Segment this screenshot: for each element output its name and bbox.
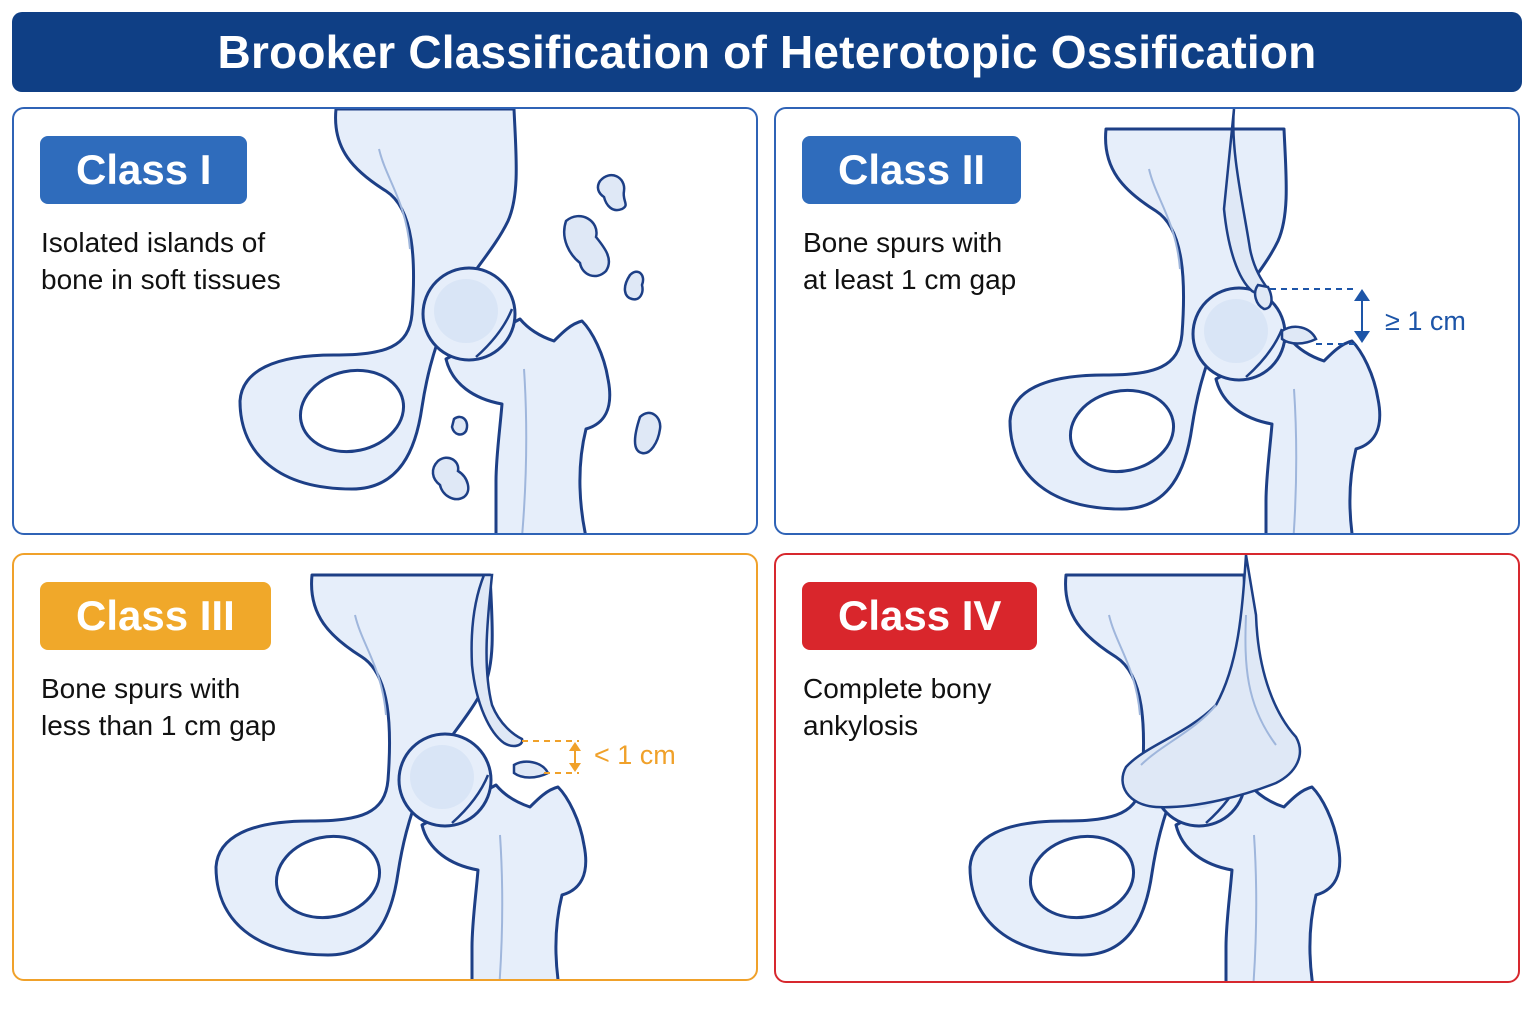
lower-bone-spur bbox=[1280, 325, 1318, 345]
description-line: Complete bony bbox=[803, 673, 992, 704]
hip-illustration-class-4 bbox=[968, 555, 1342, 981]
description-line: ankylosis bbox=[803, 710, 919, 741]
panel-class-4: Class IV Complete bony ankylosis bbox=[774, 553, 1520, 983]
class-description: Isolated islands of bone in soft tissues bbox=[41, 224, 301, 298]
description-line: less than 1 cm gap bbox=[41, 710, 277, 741]
class-description: Bone spurs with less than 1 cm gap bbox=[41, 670, 301, 744]
upper-bone-spur bbox=[470, 573, 524, 748]
description-line: Bone spurs with bbox=[41, 673, 241, 704]
class-badge: Class II bbox=[802, 136, 1022, 204]
hip-illustration-class-1 bbox=[238, 109, 662, 533]
class-badge: Class I bbox=[40, 136, 248, 204]
lower-bone-spur bbox=[512, 760, 550, 779]
class-badge: Class IV bbox=[802, 582, 1038, 650]
panel-class-3: Class III Bone spurs with less than 1 cm… bbox=[12, 553, 758, 981]
description-line: bone in soft tissues bbox=[41, 264, 281, 295]
class-description: Complete bony ankylosis bbox=[803, 670, 1063, 744]
description-line: Bone spurs with bbox=[803, 227, 1003, 258]
gap-label: < 1 cm bbox=[594, 740, 676, 770]
page-title: Brooker Classification of Heterotopic Os… bbox=[12, 12, 1522, 92]
hip-illustration-class-3 bbox=[214, 573, 588, 979]
description-line: at least 1 cm gap bbox=[803, 264, 1017, 295]
class-badge: Class III bbox=[40, 582, 271, 650]
description-line: Isolated islands of bbox=[41, 227, 266, 258]
panel-class-2: Class II Bone spurs with at least 1 cm g… bbox=[774, 107, 1520, 535]
gap-label: ≥ 1 cm bbox=[1385, 306, 1466, 336]
hip-illustration-class-2 bbox=[1008, 109, 1382, 533]
bone-islands bbox=[431, 173, 662, 501]
panel-class-1: Class I Isolated islands of bone in soft… bbox=[12, 107, 758, 535]
gap-measurement bbox=[522, 740, 581, 774]
gap-measurement bbox=[1270, 288, 1370, 345]
class-description: Bone spurs with at least 1 cm gap bbox=[803, 224, 1063, 298]
